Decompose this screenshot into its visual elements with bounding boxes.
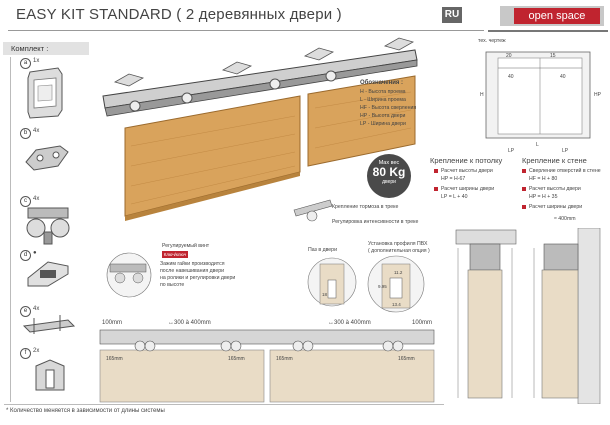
kit-letter-d: d [20, 250, 31, 261]
tech-dim-label: 40 [560, 74, 566, 80]
kit-letter-c: c [20, 196, 31, 207]
brake-fix-label: Крепление тормоза в треке [332, 204, 399, 210]
section-label: 9.95 [378, 284, 387, 289]
dim-100-right: 100mm [412, 320, 433, 326]
wall-item: Расчет ширины двери [522, 204, 582, 210]
section-label: 11.2 [394, 270, 403, 275]
legend-line: HP - Высота двери [360, 113, 406, 119]
ceiling-item: Расчет ширины двери [434, 186, 494, 192]
wall-item: HP = H + 35 [529, 194, 558, 200]
kit-letter-f: f [20, 348, 31, 359]
section-label: 18 [322, 292, 328, 297]
stopper-icon [27, 261, 69, 287]
max-weight-badge: Max вес 80 Kg двери [367, 154, 411, 198]
dim-300-left: ↔300 à 400mm [168, 320, 211, 326]
track-profile-icon [27, 67, 63, 119]
tech-dim-label: H [480, 92, 484, 98]
ceiling-mount-title: Крепление к потолку [430, 156, 503, 165]
tech-dim-label: HP [594, 92, 602, 98]
ceiling-section-drawing [455, 229, 517, 399]
section-label: 13.4 [392, 302, 401, 307]
tech-drawing-title: тех. чертеж [478, 38, 506, 44]
profile-section-drawing: 11.2 9.95 13.4 [367, 255, 425, 313]
kit-divider [10, 57, 11, 402]
ceiling-item: HP = H-67 [441, 176, 466, 182]
tech-dim-label: LP [562, 148, 569, 154]
tech-dim-label: 15 [550, 53, 556, 59]
kit-qty-d: ● [33, 250, 37, 256]
mounting-plate-icon [22, 315, 76, 334]
footer-note: * Количество меняется в зависимости от д… [6, 408, 165, 414]
footer-rule [4, 404, 444, 405]
floor-guide-icon [35, 359, 65, 391]
dim-165: 165mm [228, 356, 245, 362]
header-rule-dark [488, 30, 608, 32]
dim-165: 165mm [106, 356, 123, 362]
dim-300-right: ↔300 à 400mm [328, 320, 371, 326]
tech-dim-label: L [536, 142, 539, 148]
kit-letter-a: a [20, 58, 31, 69]
kit-qty-c: 4x [33, 196, 40, 202]
kit-heading: Комплект : [3, 42, 89, 55]
header-rule [8, 30, 484, 31]
legend-title: Обозначения : [360, 80, 404, 86]
legend-line: L - Ширина проема [360, 97, 406, 103]
dim-165: 165mm [276, 356, 293, 362]
key-tag: Ключ/ключ [162, 251, 188, 258]
wall-section-drawing [533, 228, 601, 404]
tech-dim-label: 20 [506, 53, 512, 59]
tech-dim-label: LP [508, 148, 515, 154]
dim-165: 165mm [398, 356, 415, 362]
kit-qty-f: 2x [33, 348, 40, 354]
legend-line: HF - Высота сверления [360, 105, 417, 111]
profile-label: Установка профиля ПВХ [368, 241, 428, 247]
brake-detail-drawing [293, 199, 333, 222]
ceiling-item: LP = L + 40 [441, 194, 468, 200]
bottom-dimension-diagram: 165mm 165mm 165mm 165mm [99, 329, 435, 403]
wall-item: Расчет высоты двери [522, 186, 581, 192]
brand-logo: open space [514, 8, 600, 24]
roller-detail-drawing [106, 252, 152, 298]
kit-letter-e: e [20, 306, 31, 317]
groove-label: Паз в двери [308, 247, 337, 253]
wall-mount-title: Крепление к стене [522, 156, 587, 165]
roller-carriage-icon [26, 207, 70, 245]
kit-letter-b: b [20, 128, 31, 139]
badge-value: 80 Kg [372, 165, 406, 179]
legend-line: H - Высота проема [360, 89, 406, 95]
wall-formula: ≈ 400mm [554, 216, 576, 222]
profile-label-2: ( дополнительная опция ) [368, 248, 430, 254]
language-badge: RU [442, 7, 462, 23]
track-and-doors-illustration [102, 37, 418, 221]
adjustable-screw-label: Регулируемый винт [162, 243, 210, 249]
legend-line: LP - Ширина двери [360, 121, 406, 127]
tech-drawing: 20 15 40 40 H HP L LP LP [480, 51, 602, 154]
kit-qty-b: 4x [33, 128, 40, 134]
nut-note: Зажим гайки производится [160, 261, 225, 267]
bracket-icon [25, 145, 69, 171]
nut-note: по высоте [160, 282, 185, 288]
wall-item: HF = H + 80 [529, 176, 558, 182]
dim-100-left: 100mm [102, 320, 123, 326]
wall-item: Сверление отверстий в стене [522, 168, 601, 174]
badge-bottom: двери [382, 179, 396, 185]
nut-note: после навешивания двери [160, 268, 225, 274]
nut-note: на ролики и регулировки двери [160, 275, 236, 281]
adjust-label: Регулировка интенсивности в треке [332, 219, 419, 225]
kit-qty-e: 4x [33, 306, 40, 312]
groove-section-drawing: 18 [307, 257, 357, 307]
page-title: EASY KIT STANDARD ( 2 деревянных двери ) [16, 6, 342, 23]
ceiling-item: Расчет высоты двери [434, 168, 493, 174]
kit-qty-a: 1x [33, 58, 40, 64]
tech-dim-label: 40 [508, 74, 514, 80]
badge-top: Max вес [378, 160, 400, 166]
